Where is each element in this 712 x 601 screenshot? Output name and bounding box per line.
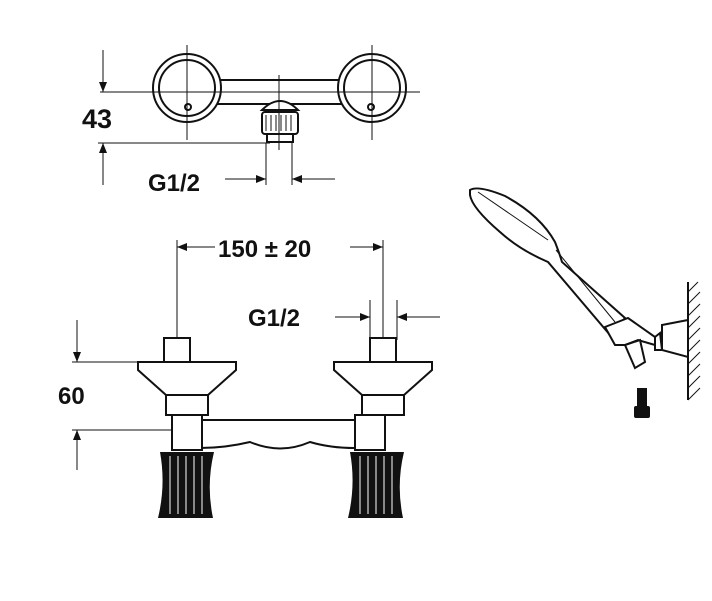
- outlet-dome: [259, 100, 301, 111]
- shower-hose-thread: [623, 338, 647, 370]
- dim-center-distance-label: 150 ± 20: [218, 236, 311, 263]
- dim-top-thread-label: G1/2: [148, 170, 200, 197]
- shower-holder: [603, 316, 656, 347]
- hand-shower: [469, 187, 701, 418]
- connecting-bar: [199, 419, 356, 450]
- dim-43-label: 43: [82, 104, 112, 134]
- front-view: [72, 240, 440, 518]
- dim-60-label: 60: [58, 383, 85, 410]
- dim-front-thread-label: G1/2: [248, 305, 300, 332]
- wall-bracket: [661, 318, 689, 359]
- right-valve: [333, 337, 433, 518]
- outlet-nut: [261, 111, 299, 135]
- left-valve: [137, 337, 237, 518]
- top-view: [98, 45, 420, 185]
- hose-connector: [637, 388, 647, 406]
